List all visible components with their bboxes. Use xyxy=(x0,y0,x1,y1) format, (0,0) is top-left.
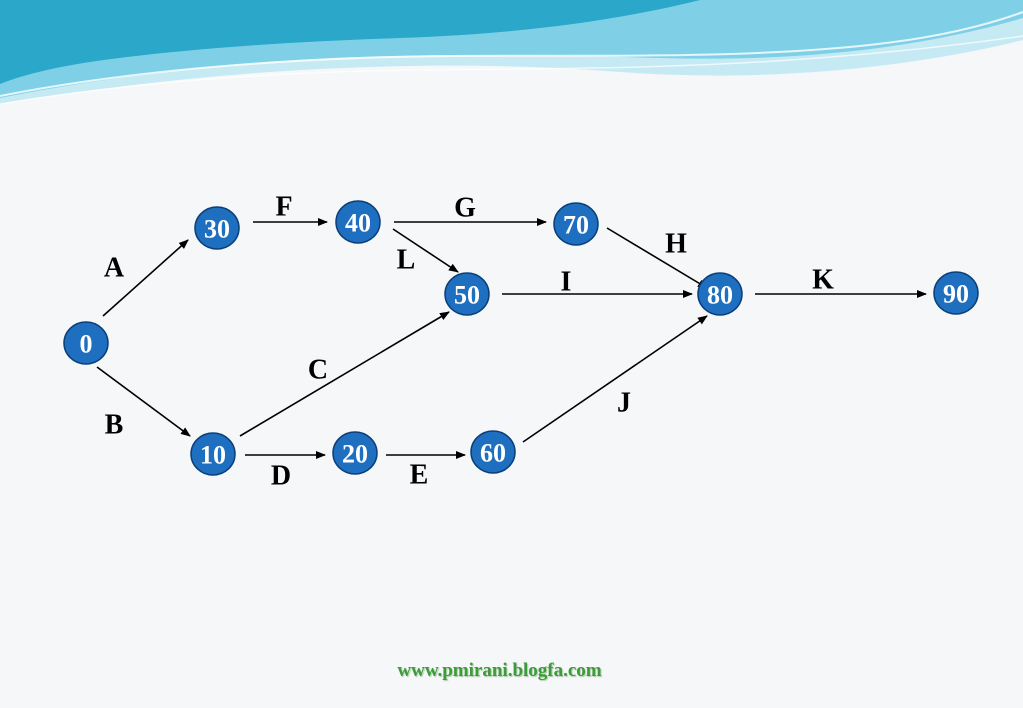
edges-layer: A B C D E F G H I J K L xyxy=(96,192,927,492)
node-70: 70 xyxy=(553,202,599,246)
nodes-layer: 0 10 20 30 40 50 60 70 80 90 xyxy=(63,200,979,476)
edge-label-j: J xyxy=(617,388,631,419)
node-label: 10 xyxy=(200,441,226,470)
edge-arrow-b xyxy=(96,366,191,437)
wave-highlight-2 xyxy=(0,35,1023,105)
node-20: 20 xyxy=(332,431,378,475)
edge-label-d: D xyxy=(271,461,291,492)
edge-label-g: G xyxy=(454,193,476,224)
edge-label-b: B xyxy=(105,410,124,441)
edge-label-l: L xyxy=(397,245,416,276)
edge-label-e: E xyxy=(410,460,429,491)
node-label: 60 xyxy=(480,439,506,468)
node-label: 70 xyxy=(563,211,589,240)
node-40: 40 xyxy=(335,200,381,244)
edge-arrow-h xyxy=(606,227,708,289)
node-circle xyxy=(697,272,743,316)
node-circle xyxy=(553,202,599,246)
node-90: 90 xyxy=(933,271,979,315)
edge-arrow-a xyxy=(102,239,189,317)
footer-url-text: www.pmirani.blogfa.com xyxy=(397,660,602,681)
edge-label-h: H xyxy=(665,229,687,260)
node-circle xyxy=(444,272,490,316)
wave-highlight xyxy=(0,11,1023,97)
node-30: 30 xyxy=(194,206,240,250)
edge-arrow-j xyxy=(522,315,708,443)
node-circle xyxy=(194,206,240,250)
edge-label-i: I xyxy=(561,267,572,298)
node-label: 40 xyxy=(345,209,371,238)
node-circle xyxy=(335,200,381,244)
node-label: 0 xyxy=(80,330,93,359)
node-circle xyxy=(332,431,378,475)
node-circle xyxy=(190,432,236,476)
node-label: 20 xyxy=(342,440,368,469)
node-label: 50 xyxy=(454,281,480,310)
edge-label-f: F xyxy=(275,192,292,223)
node-circle xyxy=(933,271,979,315)
footer-website-link[interactable]: www.pmirani.blogfa.com xyxy=(0,660,1023,682)
header-wave-decoration xyxy=(0,0,1023,105)
edge-label-a: A xyxy=(104,253,125,284)
node-label: 80 xyxy=(707,281,733,310)
node-label: 30 xyxy=(204,215,230,244)
edge-label-k: K xyxy=(812,265,834,296)
node-80: 80 xyxy=(697,272,743,316)
node-0: 0 xyxy=(63,321,109,365)
node-circle xyxy=(63,321,109,365)
node-label: 90 xyxy=(943,280,969,309)
edge-arrow-l xyxy=(392,228,459,273)
node-60: 60 xyxy=(470,430,516,474)
node-circle xyxy=(470,430,516,474)
wave-front xyxy=(0,0,700,84)
edge-arrow-c xyxy=(239,311,450,437)
edge-label-c: C xyxy=(308,355,328,386)
node-10: 10 xyxy=(190,432,236,476)
node-50: 50 xyxy=(444,272,490,316)
